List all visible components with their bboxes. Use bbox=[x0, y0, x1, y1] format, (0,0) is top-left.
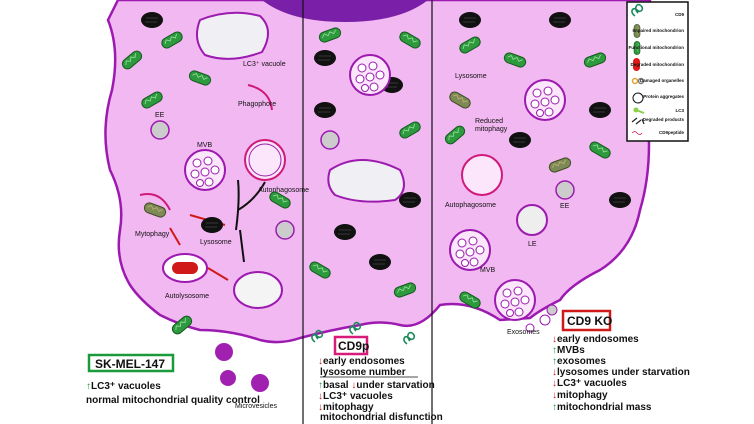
microvesicle bbox=[220, 370, 236, 386]
label-exosomes: Exosomes bbox=[507, 329, 540, 336]
note-line: ↓mitophagy bbox=[318, 402, 374, 413]
svg-text:Degraded products: Degraded products bbox=[643, 117, 685, 122]
svg-text:CD9: CD9 bbox=[675, 12, 684, 17]
label-microvesicles: Microvesicles bbox=[235, 403, 278, 410]
late-endosome bbox=[516, 204, 548, 236]
note-line: ↑LC3⁺ vacuoles bbox=[86, 381, 161, 392]
lysosome-degrading bbox=[233, 271, 283, 309]
label-reduced: Reduced bbox=[475, 118, 503, 125]
label-mitophagy: mitophagy bbox=[475, 126, 508, 133]
label-lysosome: Lysosome bbox=[200, 239, 232, 246]
svg-text:LC3: LC3 bbox=[675, 108, 684, 113]
phagophore bbox=[247, 84, 273, 111]
sk-mel-147-box bbox=[87, 353, 175, 373]
degraded-mitochondrion-icon bbox=[633, 58, 640, 71]
microvesicle bbox=[251, 374, 269, 392]
protein-aggregates-icon bbox=[632, 92, 644, 104]
label-mvb-right: MVB bbox=[480, 267, 496, 274]
note-line: ↓mitophagy bbox=[552, 390, 608, 401]
cd9-ko-box bbox=[561, 309, 612, 332]
label-le: LE bbox=[528, 241, 537, 248]
damaged-organelles-icon bbox=[631, 77, 639, 85]
label-lysosome-right: Lysosome bbox=[455, 73, 487, 80]
svg-text:Impaired mitochondrion: Impaired mitochondrion bbox=[632, 28, 684, 33]
label-mytophagy: Mytophagy bbox=[135, 231, 170, 238]
svg-text:CD9peptide: CD9peptide bbox=[659, 130, 685, 135]
label-phagophore: Phagophore bbox=[238, 101, 276, 108]
lc3-vacuole bbox=[195, 11, 269, 60]
svg-text:Protein aggregates: Protein aggregates bbox=[643, 94, 684, 99]
label-mvb: MVB bbox=[197, 142, 213, 149]
cd9peptide-icon bbox=[631, 131, 643, 135]
sk-mel-147-title: SK-MEL-147 bbox=[95, 357, 165, 371]
label-autophagosome-right: Autophagosome bbox=[445, 202, 496, 209]
label-ee: EE bbox=[155, 112, 165, 119]
autophagosome bbox=[244, 139, 286, 181]
cd9p-box bbox=[333, 335, 369, 356]
legend: CD9 Impaired mitochondrion Functional mi… bbox=[626, 1, 689, 142]
note-line: ↑exosomes bbox=[552, 356, 606, 367]
note-line: lysosome number bbox=[320, 367, 406, 378]
svg-text:Degraded mitochondrion: Degraded mitochondrion bbox=[630, 62, 684, 67]
note-line: ↑mitochondrial mass bbox=[552, 402, 652, 413]
note-line: mitochondrial disfunction bbox=[320, 412, 443, 423]
note-line: ↑basal ↓under starvation bbox=[318, 380, 435, 391]
note-line: normal mitochondrial quality control bbox=[86, 395, 260, 406]
autophagosome-right bbox=[461, 154, 503, 196]
microvesicle bbox=[215, 343, 233, 361]
cd9p-title: CD9p bbox=[338, 339, 369, 353]
cd9-ko-title: CD9 KO bbox=[567, 314, 612, 328]
note-line: ↓early endosomes bbox=[552, 334, 639, 345]
label-autophagosome: Autophagosome bbox=[258, 187, 309, 194]
lc3-vacuole-middle bbox=[327, 159, 405, 203]
svg-text:Functional mitochondrion: Functional mitochondrion bbox=[629, 45, 685, 50]
note-line: ↓LC3⁺ vacuoles bbox=[552, 378, 627, 389]
degraded-products-icon bbox=[631, 117, 645, 125]
svg-text:Damaged organelles: Damaged organelles bbox=[640, 78, 685, 83]
label-lc3-vacuole: LC3⁺ vacuole bbox=[243, 61, 286, 68]
note-line: ↓lysosomes under starvation bbox=[552, 367, 690, 378]
note-line: ↓early endosomes bbox=[318, 356, 405, 367]
note-line: ↑MVBs bbox=[552, 345, 585, 356]
note-line: ↓LC3⁺ vacuoles bbox=[318, 391, 393, 402]
label-autolysosome: Autolysosome bbox=[165, 293, 209, 300]
label-ee-right: EE bbox=[560, 203, 570, 210]
